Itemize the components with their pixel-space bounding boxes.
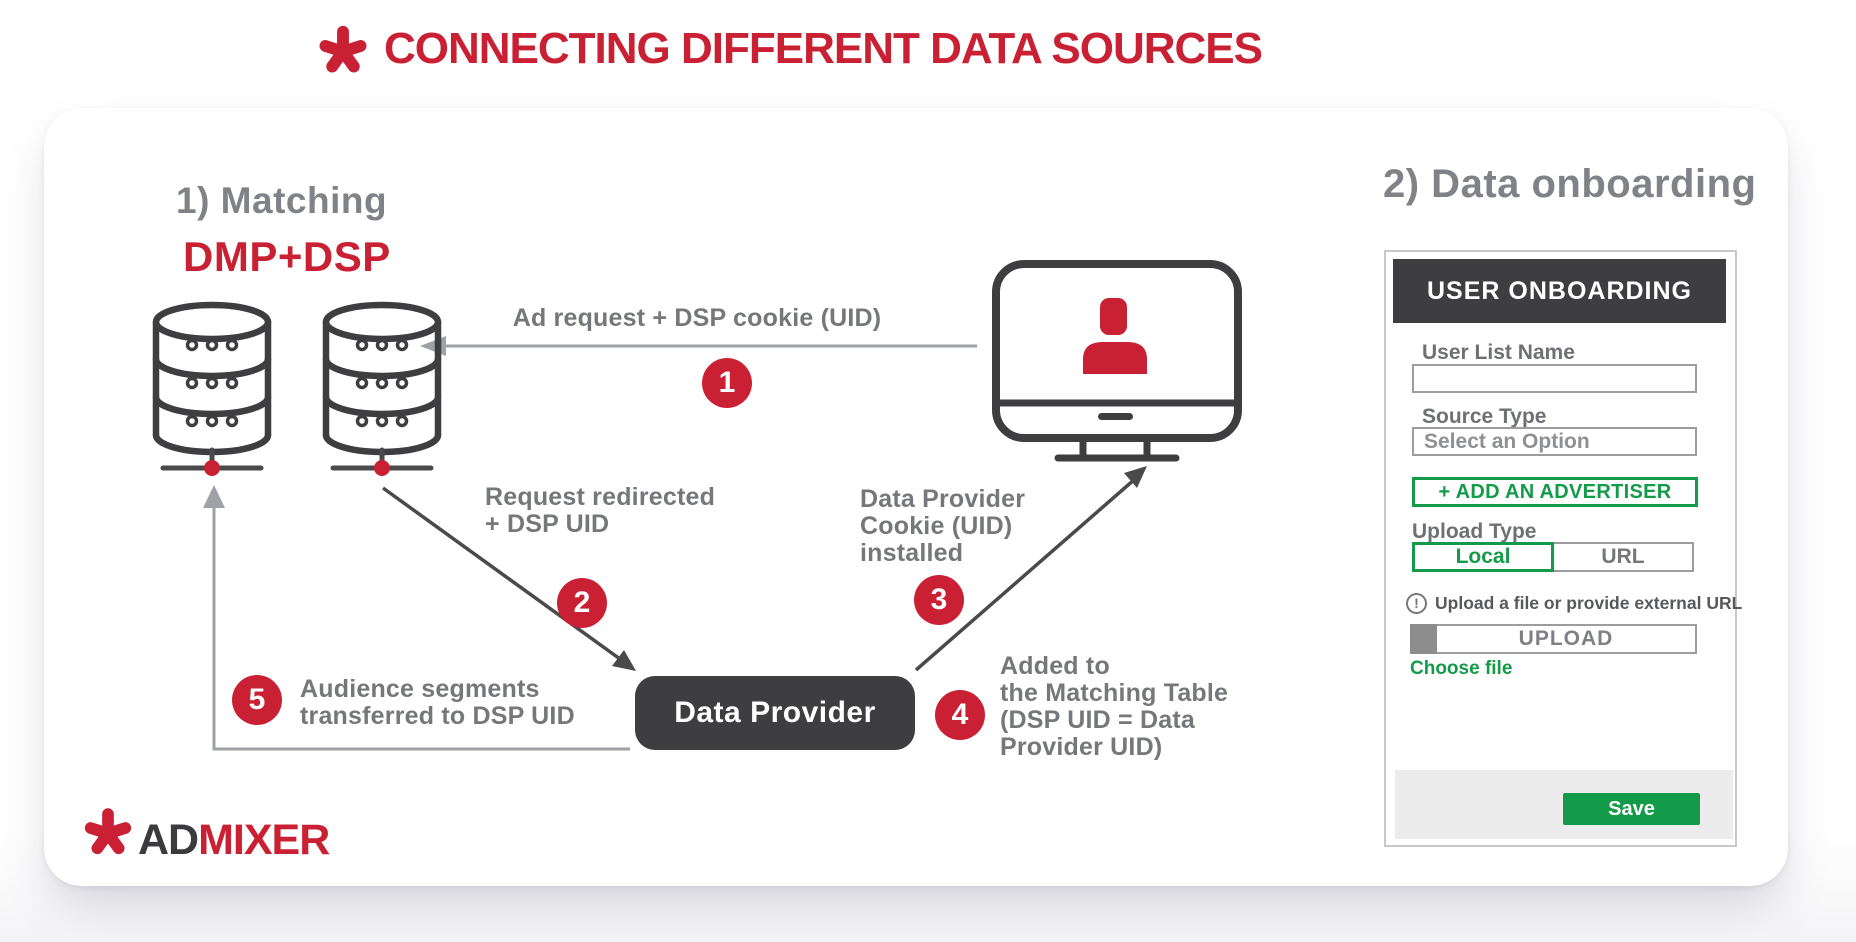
step-badge-4: 4	[935, 690, 985, 740]
upload-type-url[interactable]: URL	[1552, 542, 1694, 572]
source-type-select[interactable]: Select an Option	[1412, 427, 1697, 456]
data-provider-box: Data Provider	[635, 676, 915, 750]
admixer-asterisk-icon	[319, 25, 367, 73]
form-title: USER ONBOARDING	[1393, 259, 1726, 323]
form-footer: Save	[1395, 770, 1733, 839]
admixer-logo-asterisk-icon	[84, 808, 132, 855]
admixer-logo-mixer: MIXER	[198, 816, 330, 864]
upload-drag-handle	[1410, 624, 1437, 654]
matching-heading: 1) Matching	[176, 180, 388, 221]
upload-button[interactable]: UPLOAD	[1410, 624, 1697, 654]
user-list-label: User List Name	[1422, 341, 1575, 364]
user-onboarding-panel: USER ONBOARDING User List Name Source Ty…	[1384, 250, 1742, 847]
add-advertiser-button[interactable]: + ADD AN ADVERTISER	[1412, 477, 1698, 507]
step-badge-5: 5	[232, 675, 282, 725]
upload-type-local[interactable]: Local	[1412, 542, 1554, 572]
upload-note: ! Upload a file or provide external URL	[1406, 593, 1742, 614]
step2-label: Request redirected + DSP UID	[485, 483, 716, 538]
exclamation-icon: !	[1406, 593, 1427, 614]
user-list-input[interactable]	[1412, 364, 1697, 393]
step5-label: Audience segments transferred to DSP UID	[300, 675, 575, 730]
upload-note-text: Upload a file or provide external URL	[1435, 593, 1743, 613]
page-title-text: CONNECTING DIFFERENT DATA SOURCES	[384, 24, 1263, 73]
upload-type-label: Upload Type	[1412, 520, 1537, 543]
source-type-label: Source Type	[1422, 405, 1547, 428]
connection-dot	[374, 460, 390, 476]
database-icon-dmp	[152, 301, 272, 476]
upload-type-toggle: Local URL	[1412, 542, 1694, 572]
step3-label: Data Provider Cookie (UID) installed	[860, 485, 1026, 567]
save-button[interactable]: Save	[1563, 793, 1700, 825]
connection-dot	[204, 460, 220, 476]
step4-label: Added to the Matching Table (DSP UID = D…	[1000, 652, 1229, 761]
onboarding-heading: 2) Data onboarding	[1383, 162, 1757, 206]
admixer-logo: ADMIXER	[138, 816, 330, 865]
step1-label: Ad request + DSP cookie (UID)	[512, 304, 882, 332]
upload-button-label: UPLOAD	[1437, 624, 1697, 654]
choose-file-link[interactable]: Choose file	[1410, 658, 1513, 679]
monitor-user-icon	[992, 260, 1242, 462]
page-title: CONNECTING DIFFERENT DATA SOURCES	[316, 20, 1263, 78]
step-badge-1: 1	[702, 358, 752, 408]
database-icon-dsp	[322, 301, 442, 476]
admixer-logo-ad: AD	[138, 816, 199, 864]
step-badge-2: 2	[557, 578, 607, 628]
step-badge-3: 3	[914, 575, 964, 625]
dmp-dsp-heading: DMP+DSP	[183, 233, 391, 280]
person-icon	[1083, 298, 1147, 374]
